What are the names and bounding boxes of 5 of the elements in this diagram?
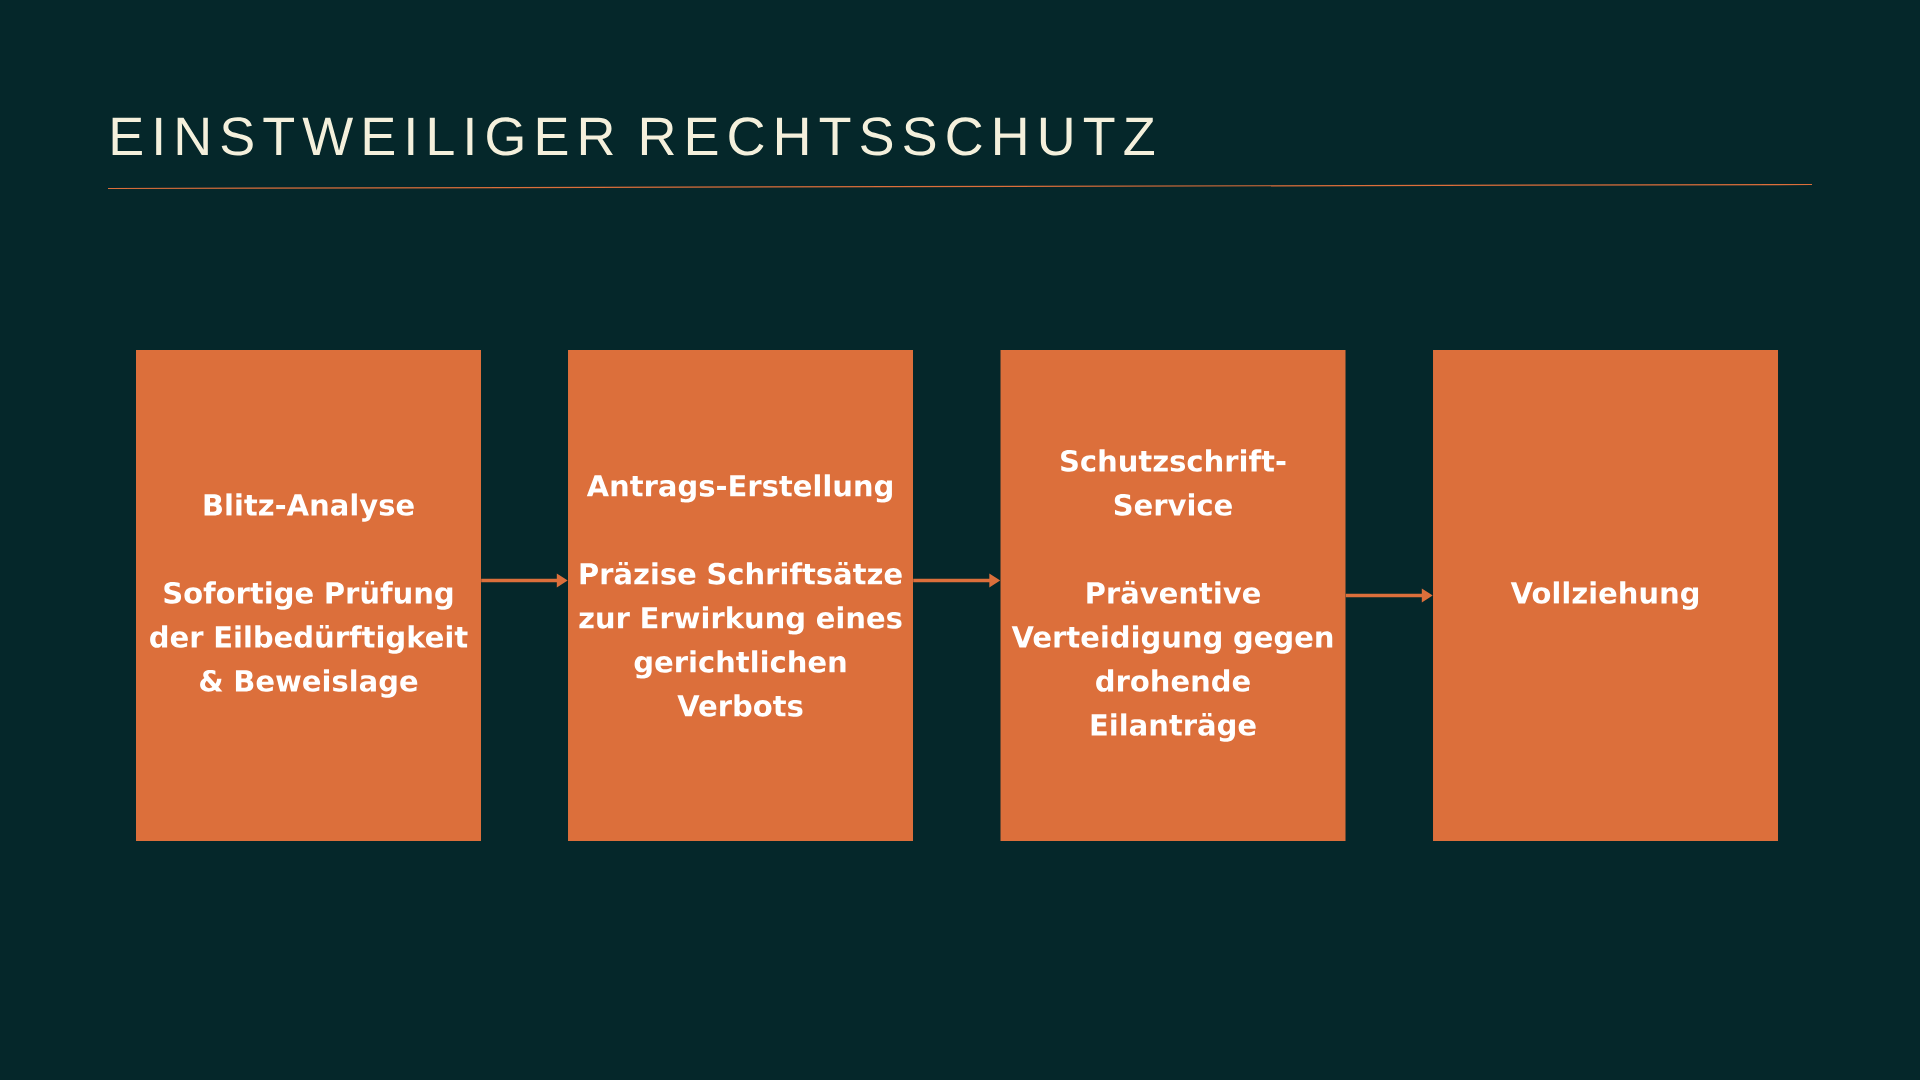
process-box: Blitz-Analyse Sofortige Prüfung der Eilbedürftigkeit & Beweislage	[136, 350, 481, 841]
process-box: Schutzschrift-Service Präventive Verteidigung gegen drohende Eilanträge	[1000, 350, 1346, 841]
process-box: Antrags-Erstellung Präzise Schriftsätze zur Erwirkung eines gerichtlichen Verbots	[568, 350, 913, 841]
process-box: Vollziehung	[1433, 350, 1778, 841]
slide-title: EINSTWEILIGER RECHTSSCHUTZ	[112, 117, 1154, 156]
